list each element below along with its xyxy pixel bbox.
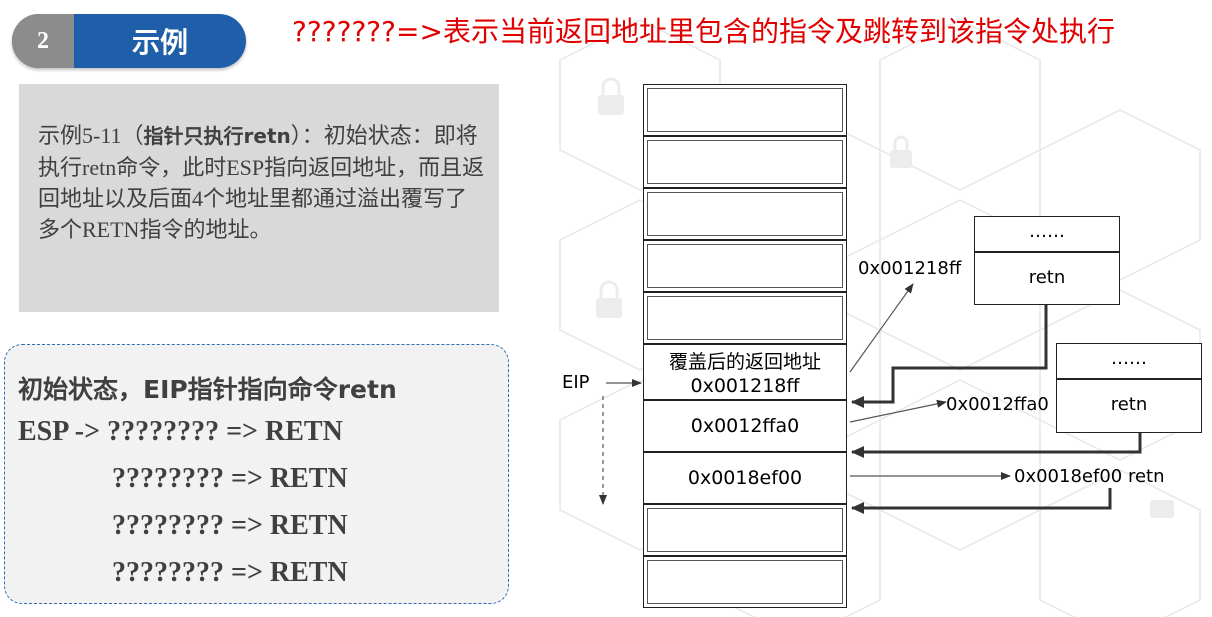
stack-cell-addr-3: 0x0018ef00	[643, 452, 847, 504]
target1-retn-box: retn	[974, 252, 1120, 305]
target1-top-box: ……	[974, 216, 1120, 252]
stack-cell	[643, 136, 847, 188]
description-suffix: ）：初始状态：即将执行retn命令，此时ESP指向返回地址，而且返回地址以及后面…	[38, 123, 485, 242]
stack-cell	[643, 504, 847, 556]
stack-cell-addr-2: 0x0012ffa0	[643, 400, 847, 452]
return-arrow-3	[851, 488, 1112, 514]
stack-addr-2: 0x0012ffa0	[690, 415, 800, 437]
target2-ellipsis: ……	[1111, 348, 1147, 369]
state-line-2: ???????? => RETN	[112, 463, 348, 494]
stack-cell	[643, 240, 847, 292]
slide-title: ???????=>表示当前返回地址里包含的指令及跳转到该指令处执行	[292, 15, 1115, 48]
stack-cell	[643, 84, 847, 136]
target-addr-2: 0x0012ffa0	[946, 394, 1049, 415]
target1-ellipsis: ……	[1029, 221, 1065, 242]
target2-retn: retn	[1110, 394, 1148, 415]
initial-state-panel	[4, 344, 509, 604]
target1-retn: retn	[1028, 267, 1066, 288]
return-arrow-2	[851, 433, 1142, 458]
description-bold: 指针只执行retn	[143, 124, 291, 148]
description-panel	[19, 84, 499, 312]
target-addr-3: 0x0018ef00 retn	[1014, 466, 1165, 487]
target2-top-box: ……	[1056, 343, 1202, 379]
state-line-esp: ESP -> ???????? => RETN	[18, 416, 343, 447]
stack-cell-return-address: 覆盖后的返回地址 0x001218ff	[643, 344, 847, 400]
return-address-value: 0x001218ff	[690, 375, 800, 397]
stack-cell	[643, 556, 847, 608]
return-address-label: 覆盖后的返回地址	[668, 351, 821, 373]
state-line-4: ???????? => RETN	[112, 557, 348, 588]
jump-arrow-2	[849, 399, 947, 423]
state-line-3: ???????? => RETN	[112, 510, 348, 541]
eip-label: EIP	[562, 372, 590, 393]
section-badge: 2 示例	[12, 14, 246, 68]
return-arrow-1	[851, 305, 1048, 408]
state-heading: 初始状态，EIP指针指向命令retn	[18, 375, 397, 404]
stack-cell	[643, 292, 847, 344]
stack-cell	[643, 188, 847, 240]
target2-retn-box: retn	[1056, 379, 1202, 433]
target-addr-1: 0x001218ff	[858, 258, 962, 279]
section-title: 示例	[131, 26, 188, 59]
stack-addr-3: 0x0018ef00	[687, 467, 803, 489]
description-text: 示例5-11（指针只执行retn）：初始状态：即将执行retn命令，此时ESP指…	[38, 120, 488, 245]
jump-arrow-1	[849, 283, 914, 373]
section-number: 2	[12, 14, 74, 68]
description-prefix: 示例5-11（	[38, 123, 144, 148]
